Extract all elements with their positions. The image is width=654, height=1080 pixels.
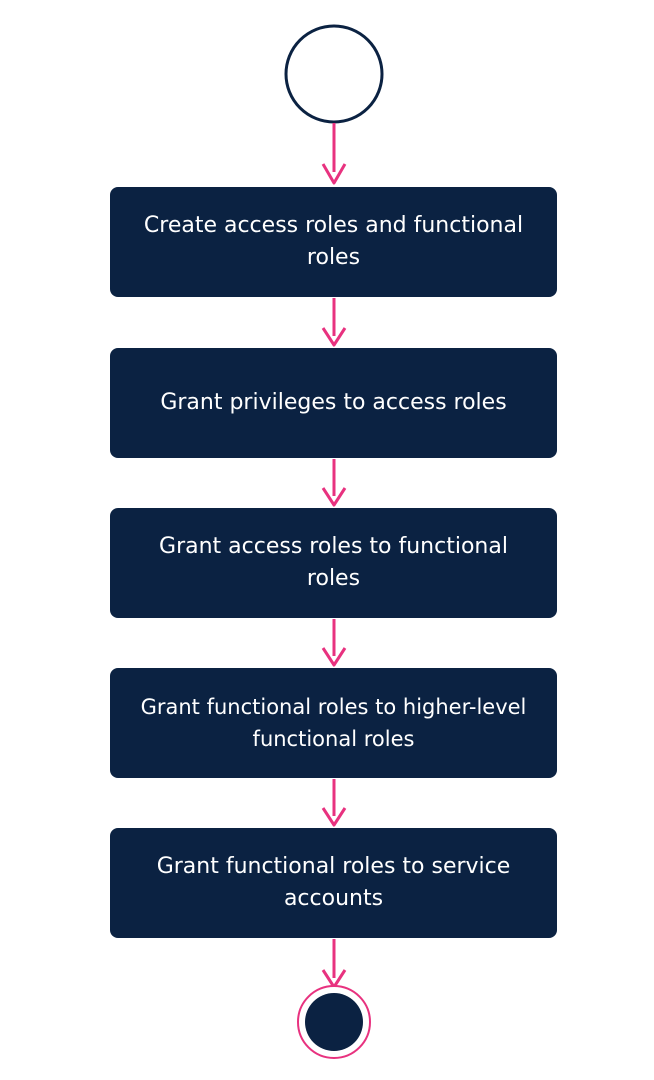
process-step-2: Grant privileges to access roles [110, 348, 557, 458]
process-step-label: Grant access roles to functional roles [159, 534, 508, 591]
process-step-label: Grant functional roles to service accoun… [156, 854, 511, 911]
flow-arrow [321, 123, 347, 185]
process-step-3: Grant access roles to functional roles [110, 508, 557, 618]
process-step-5: Grant functional roles to service accoun… [110, 828, 557, 938]
process-step-label: Create access roles and functional roles [143, 213, 524, 270]
process-step-label: Grant privileges to access roles [160, 390, 507, 415]
process-step-4: Grant functional roles to higher-level f… [110, 668, 557, 778]
flow-arrow [321, 779, 347, 827]
end-node [297, 985, 371, 1059]
flow-arrow [321, 939, 347, 989]
flow-arrow [321, 459, 347, 507]
start-node [284, 24, 384, 124]
flow-arrow [321, 619, 347, 667]
process-step-1: Create access roles and functional roles [110, 187, 557, 297]
flow-arrow [321, 298, 347, 347]
process-step-label: Grant functional roles to higher-level f… [140, 695, 527, 751]
